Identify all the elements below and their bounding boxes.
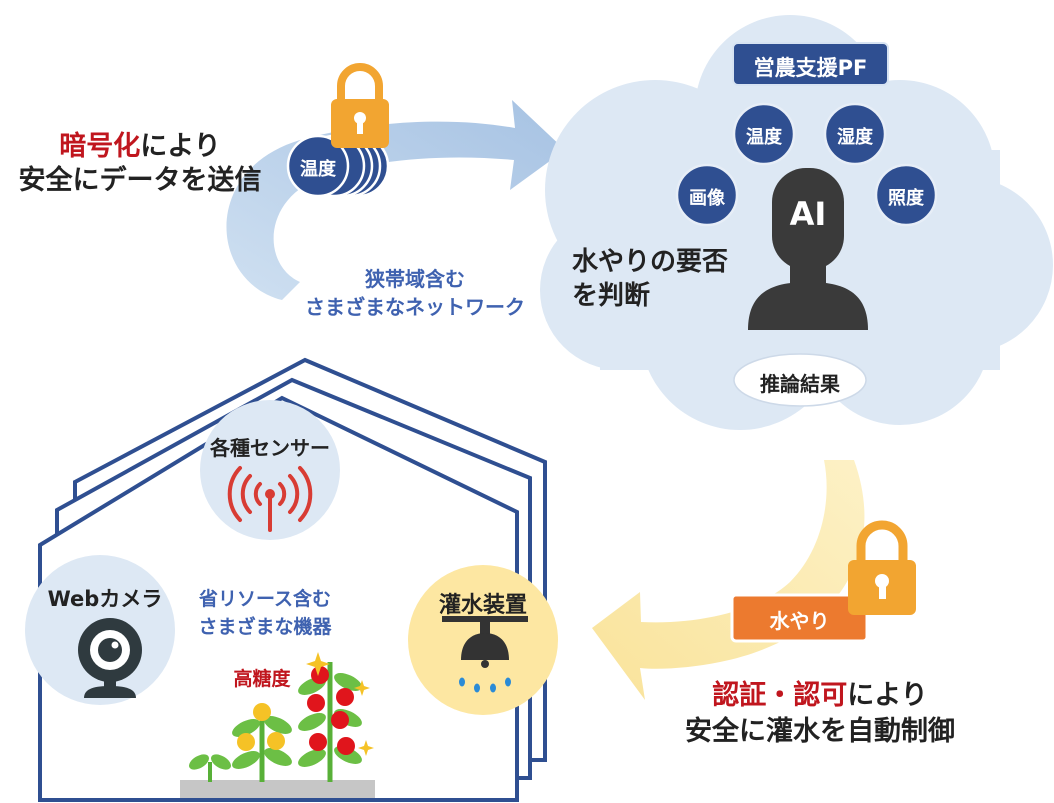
command-tag xyxy=(730,593,869,643)
command-label: 水やり xyxy=(769,609,830,633)
judge-label: 水やりの要否 を判断 xyxy=(572,245,728,313)
cloud-temperature-label: 温度 xyxy=(746,127,782,148)
sprinkler-icon xyxy=(442,616,528,693)
devices-label: 省リソース含む さまざまな機器 xyxy=(195,585,335,641)
auth-note-rest: により xyxy=(847,680,928,711)
auth-note: 認証・認可により 安全に灌水を自動制御 xyxy=(650,678,990,750)
network-line2: さまざまなネットワーク xyxy=(305,295,525,319)
judge-line2: を判断 xyxy=(572,281,651,311)
webcam-icon xyxy=(78,618,142,698)
auth-note-line2: 安全に灌水を自動制御 xyxy=(685,716,955,747)
result-ellipse xyxy=(733,353,867,407)
red-fruit-plant xyxy=(298,662,362,782)
antenna-signal-icon xyxy=(227,466,313,532)
cloud-humidity-label: 湿度 xyxy=(837,127,873,148)
cloud-image-bubble xyxy=(675,163,739,227)
platform-title: 営農支援PF xyxy=(753,56,868,80)
webcam-title: Webカメラ xyxy=(47,587,163,611)
cloud-humidity-bubble xyxy=(823,102,887,166)
network-line1: 狭帯域含む xyxy=(365,267,465,291)
high-sugar-label: 高糖度 xyxy=(233,668,291,690)
sensors-bubble xyxy=(200,400,340,540)
result-label: 推論結果 xyxy=(760,372,840,396)
devices-line1: 省リソース含む xyxy=(198,588,332,610)
cloud-illuminance-label: 照度 xyxy=(888,188,924,209)
encryption-note-rest: により xyxy=(140,131,221,162)
network-label: 狭帯域含む さまざまなネットワーク xyxy=(300,265,530,321)
seedling xyxy=(189,754,231,782)
data-packet-label: 温度 xyxy=(300,159,336,180)
person-silhouette-icon xyxy=(748,168,868,330)
sparkle-icons xyxy=(306,652,374,756)
sensors-title: 各種センサー xyxy=(210,436,330,460)
lock-icon xyxy=(848,520,916,615)
cloud-illuminance-bubble xyxy=(874,163,938,227)
yellow-fruit-plant xyxy=(232,703,292,782)
encryption-note: 暗号化により 安全にデータを送信 xyxy=(10,130,270,198)
platform-box xyxy=(732,42,889,86)
encryption-keyword: 暗号化 xyxy=(59,131,141,162)
devices-line2: さまざまな機器 xyxy=(198,616,332,638)
control-arrow xyxy=(592,460,865,700)
irrigation-title: 灌水装置 xyxy=(438,593,527,618)
encryption-note-line2: 安全にデータを送信 xyxy=(18,165,262,196)
cloud-image-label: 画像 xyxy=(689,188,725,209)
cloud-temperature-bubble xyxy=(732,102,796,166)
ai-label: AI xyxy=(789,195,827,233)
soil-bed xyxy=(180,780,375,798)
lock-icon xyxy=(331,63,389,148)
judge-line1: 水やりの要否 xyxy=(572,247,729,277)
auth-keyword: 認証・認可 xyxy=(712,680,848,711)
